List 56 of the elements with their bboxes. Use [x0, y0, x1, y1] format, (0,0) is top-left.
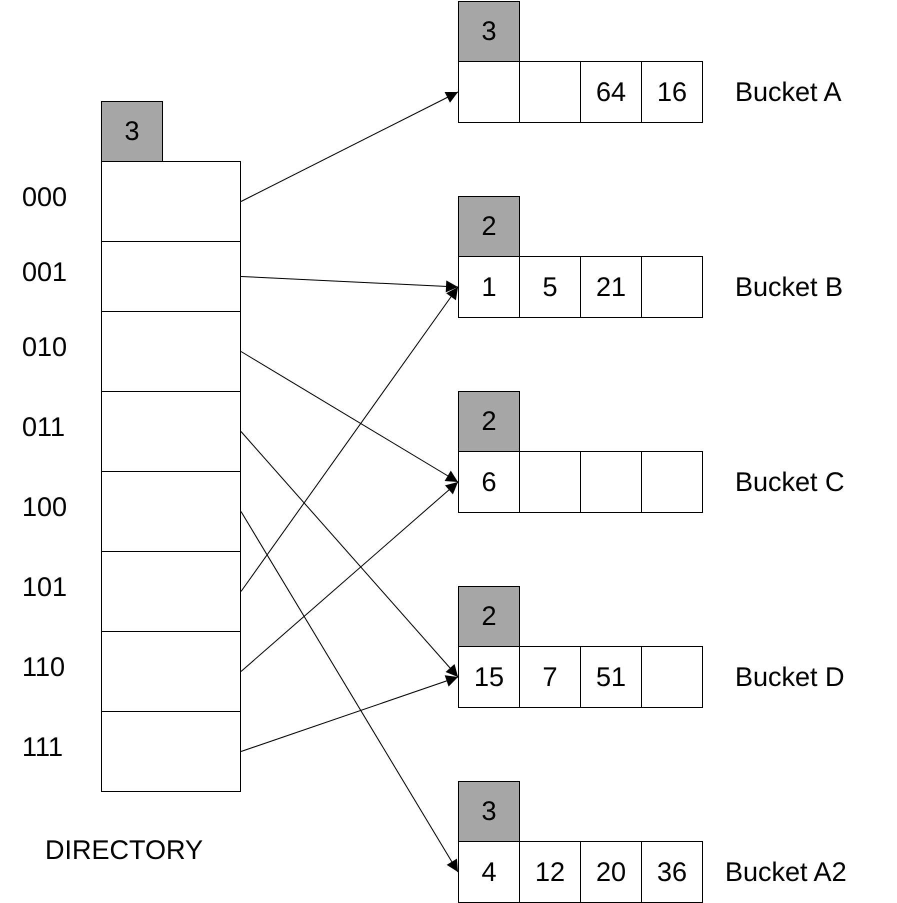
directory-label: DIRECTORY: [45, 835, 204, 865]
bucket-label: Bucket B: [735, 272, 844, 302]
directory-slot: [101, 311, 241, 392]
local-depth-cell: 3: [458, 1, 520, 62]
global-depth-cell: 3: [101, 101, 163, 162]
slot-label: 100: [22, 492, 68, 522]
directory-slot: [101, 631, 241, 712]
directory-slot: [101, 551, 241, 632]
slot-label: 111: [22, 732, 64, 762]
directory-slot: [101, 241, 241, 312]
directory-slot: [101, 161, 241, 242]
slot-label: 010: [22, 332, 68, 362]
local-depth-cell: 2: [458, 391, 520, 452]
arrow: [240, 482, 458, 672]
arrow: [240, 351, 458, 482]
bucket-label: Bucket A2: [725, 857, 847, 887]
arrow: [240, 276, 458, 292]
bucket-cell: 5: [519, 256, 581, 318]
bucket-cell: 51: [580, 646, 642, 708]
arrow: [240, 431, 458, 678]
arrow: [240, 92, 458, 202]
local-depth-cell: 3: [458, 781, 520, 842]
arrow: [240, 286, 458, 592]
arrow: [240, 675, 458, 752]
local-depth-cell: 2: [458, 586, 520, 647]
bucket-cell: [641, 451, 703, 513]
bucket-cell: 1: [458, 256, 520, 318]
slot-label: 001: [22, 257, 68, 287]
directory-slot: [101, 471, 241, 552]
slot-label: 110: [22, 652, 66, 682]
bucket-cell: [458, 61, 520, 123]
bucket-cell: 15: [458, 646, 520, 708]
bucket-cell: 7: [519, 646, 581, 708]
directory-slot: [101, 711, 241, 792]
bucket-cell: 6: [458, 451, 520, 513]
slot-label: 011: [22, 412, 66, 442]
bucket-cell: [519, 61, 581, 123]
local-depth-cell: 2: [458, 196, 520, 257]
bucket-cell: 12: [519, 841, 581, 903]
bucket-label: Bucket C: [735, 467, 845, 497]
bucket-label: Bucket A: [735, 77, 842, 107]
slot-label: 101: [22, 572, 68, 602]
bucket-label: Bucket D: [735, 662, 845, 692]
slot-label: 000: [22, 182, 68, 212]
bucket-cell: [641, 256, 703, 318]
directory-slot: [101, 391, 241, 472]
bucket-cell: 4: [458, 841, 520, 903]
bucket-cell: [580, 451, 642, 513]
bucket-cell: [519, 451, 581, 513]
bucket-cell: 64: [580, 61, 642, 123]
bucket-cell: [641, 646, 703, 708]
bucket-cell: 21: [580, 256, 642, 318]
bucket-cell: 36: [641, 841, 703, 903]
bucket-cell: 20: [580, 841, 642, 903]
arrow: [240, 511, 458, 872]
bucket-cell: 16: [641, 61, 703, 123]
